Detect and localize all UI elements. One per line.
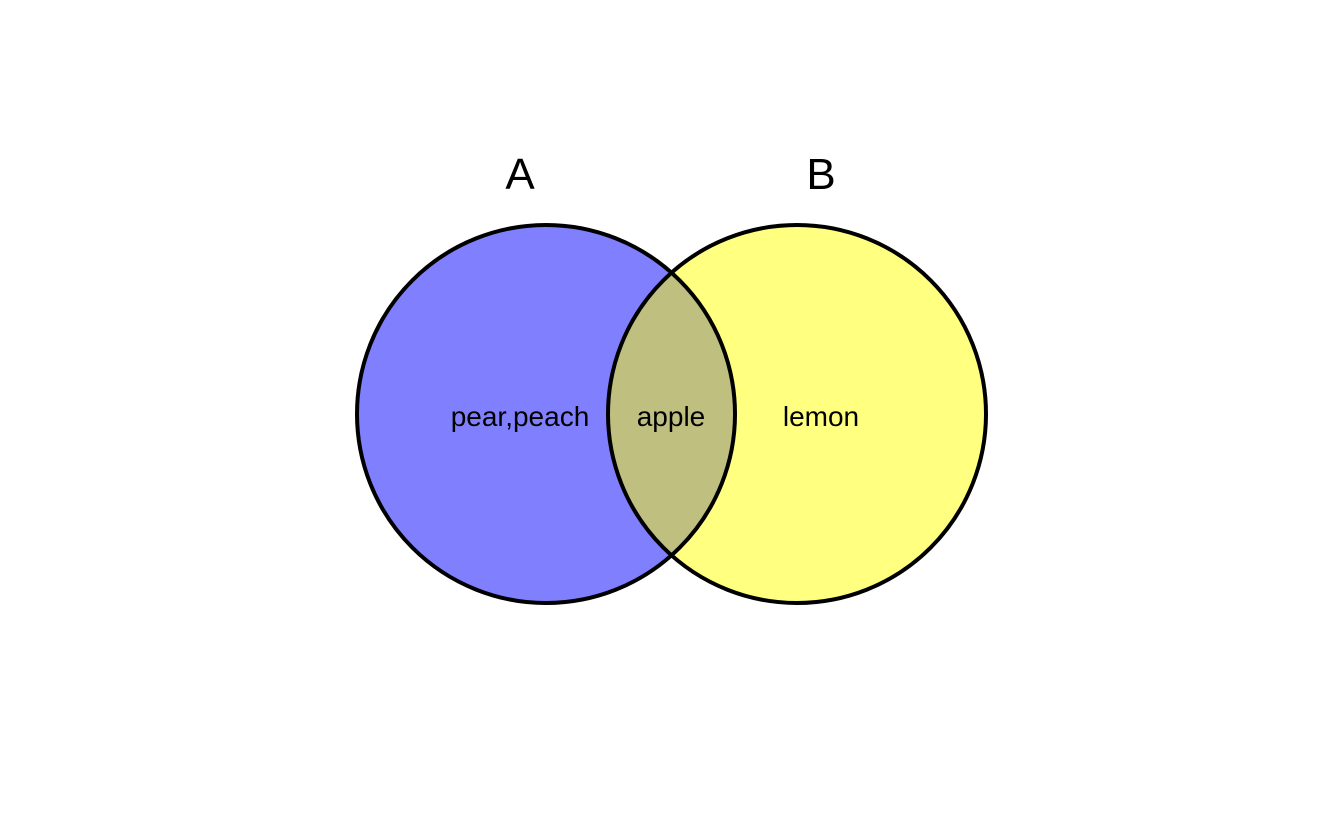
set-a-outline: [355, 223, 737, 605]
region-a-only-label: pear,peach: [451, 401, 590, 432]
region-intersection-label: apple: [637, 401, 706, 432]
set-b-outline: [606, 223, 988, 605]
region-b-only-label: lemon: [783, 401, 859, 432]
intersection-region: [608, 225, 735, 603]
set-a-title: A: [505, 150, 535, 199]
set-b-title: B: [806, 150, 835, 199]
